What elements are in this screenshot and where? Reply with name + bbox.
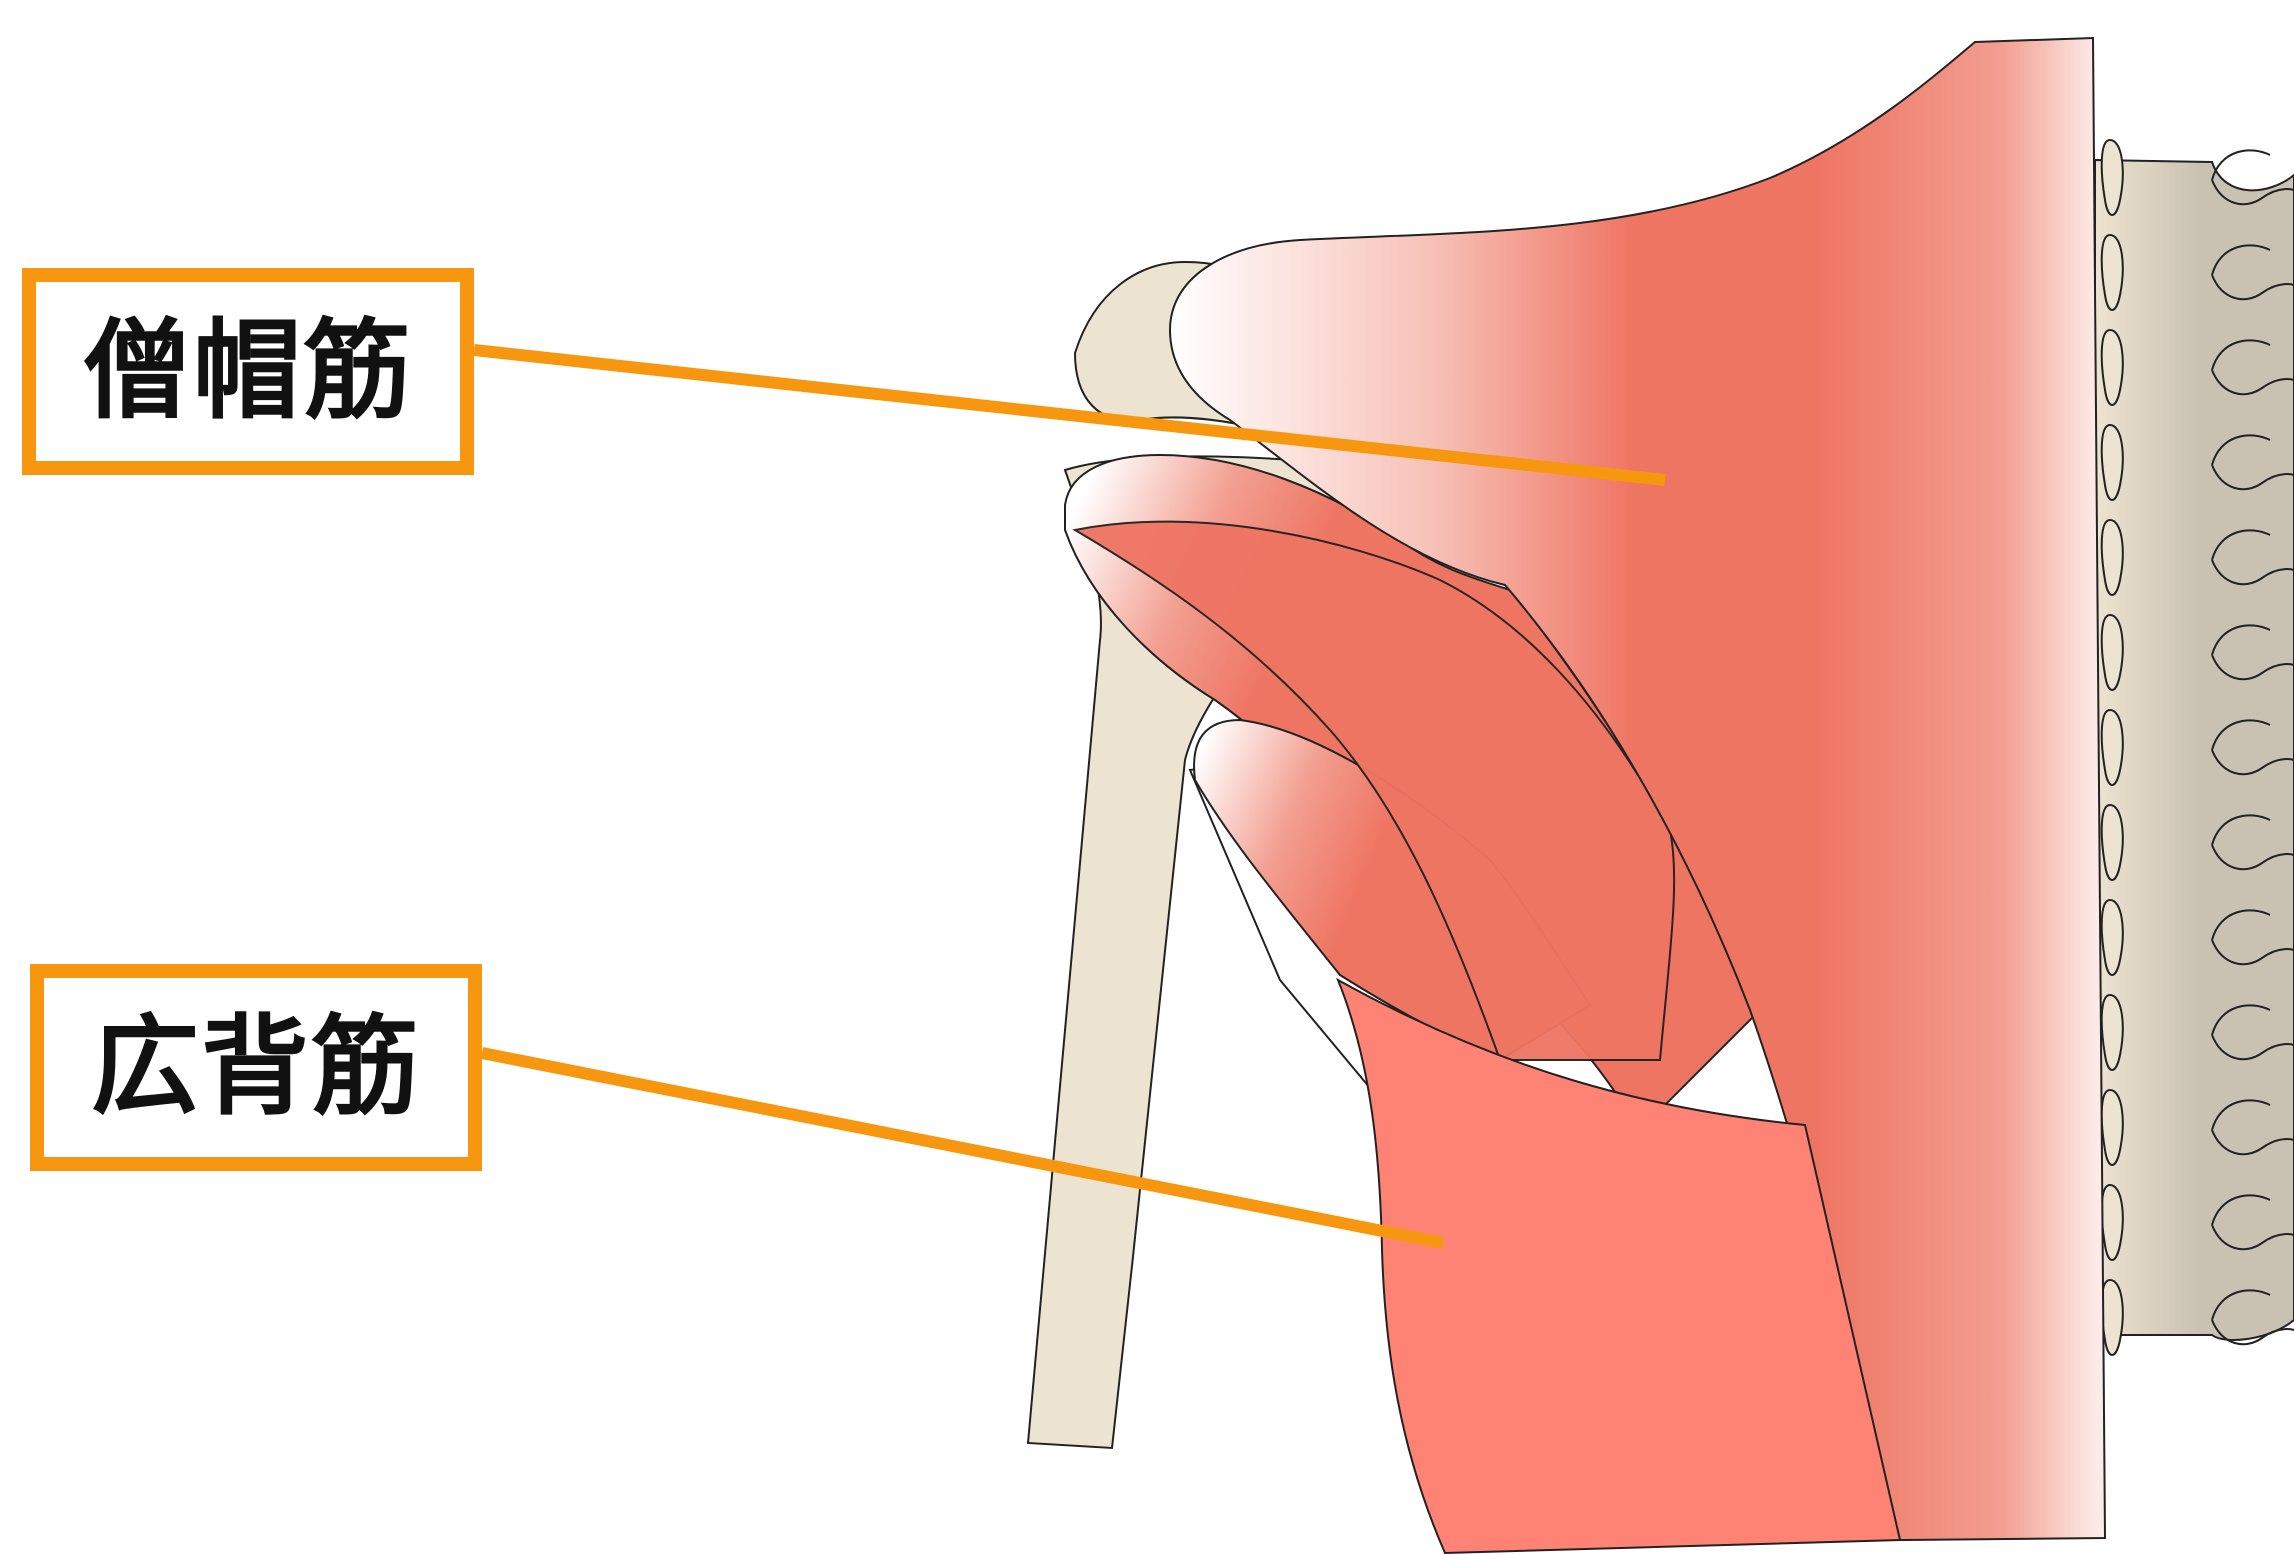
spinous-process	[2102, 425, 2123, 500]
spinous-process	[2102, 710, 2123, 785]
vertebral-column	[2095, 160, 2294, 1340]
spinous-process	[2102, 900, 2123, 975]
latissimus-label-box: 広背筋	[30, 964, 482, 1171]
spinous-process	[2102, 1280, 2123, 1355]
spinous-process	[2102, 995, 2123, 1070]
spinous-process	[2102, 1185, 2123, 1260]
trapezius-label: 僧帽筋	[83, 318, 413, 426]
spinous-process	[2102, 520, 2123, 595]
spinous-process	[2102, 330, 2123, 405]
trapezius-label-box: 僧帽筋	[22, 268, 474, 475]
spinous-process	[2102, 140, 2123, 215]
spinous-process	[2102, 615, 2123, 690]
spinous-process	[2102, 805, 2123, 880]
spine-icon	[2095, 140, 2294, 1355]
spinous-process	[2102, 235, 2123, 310]
latissimus-label: 広背筋	[91, 1014, 421, 1122]
latissimus-leader-line	[482, 1053, 1443, 1243]
spinous-process	[2102, 1090, 2123, 1165]
